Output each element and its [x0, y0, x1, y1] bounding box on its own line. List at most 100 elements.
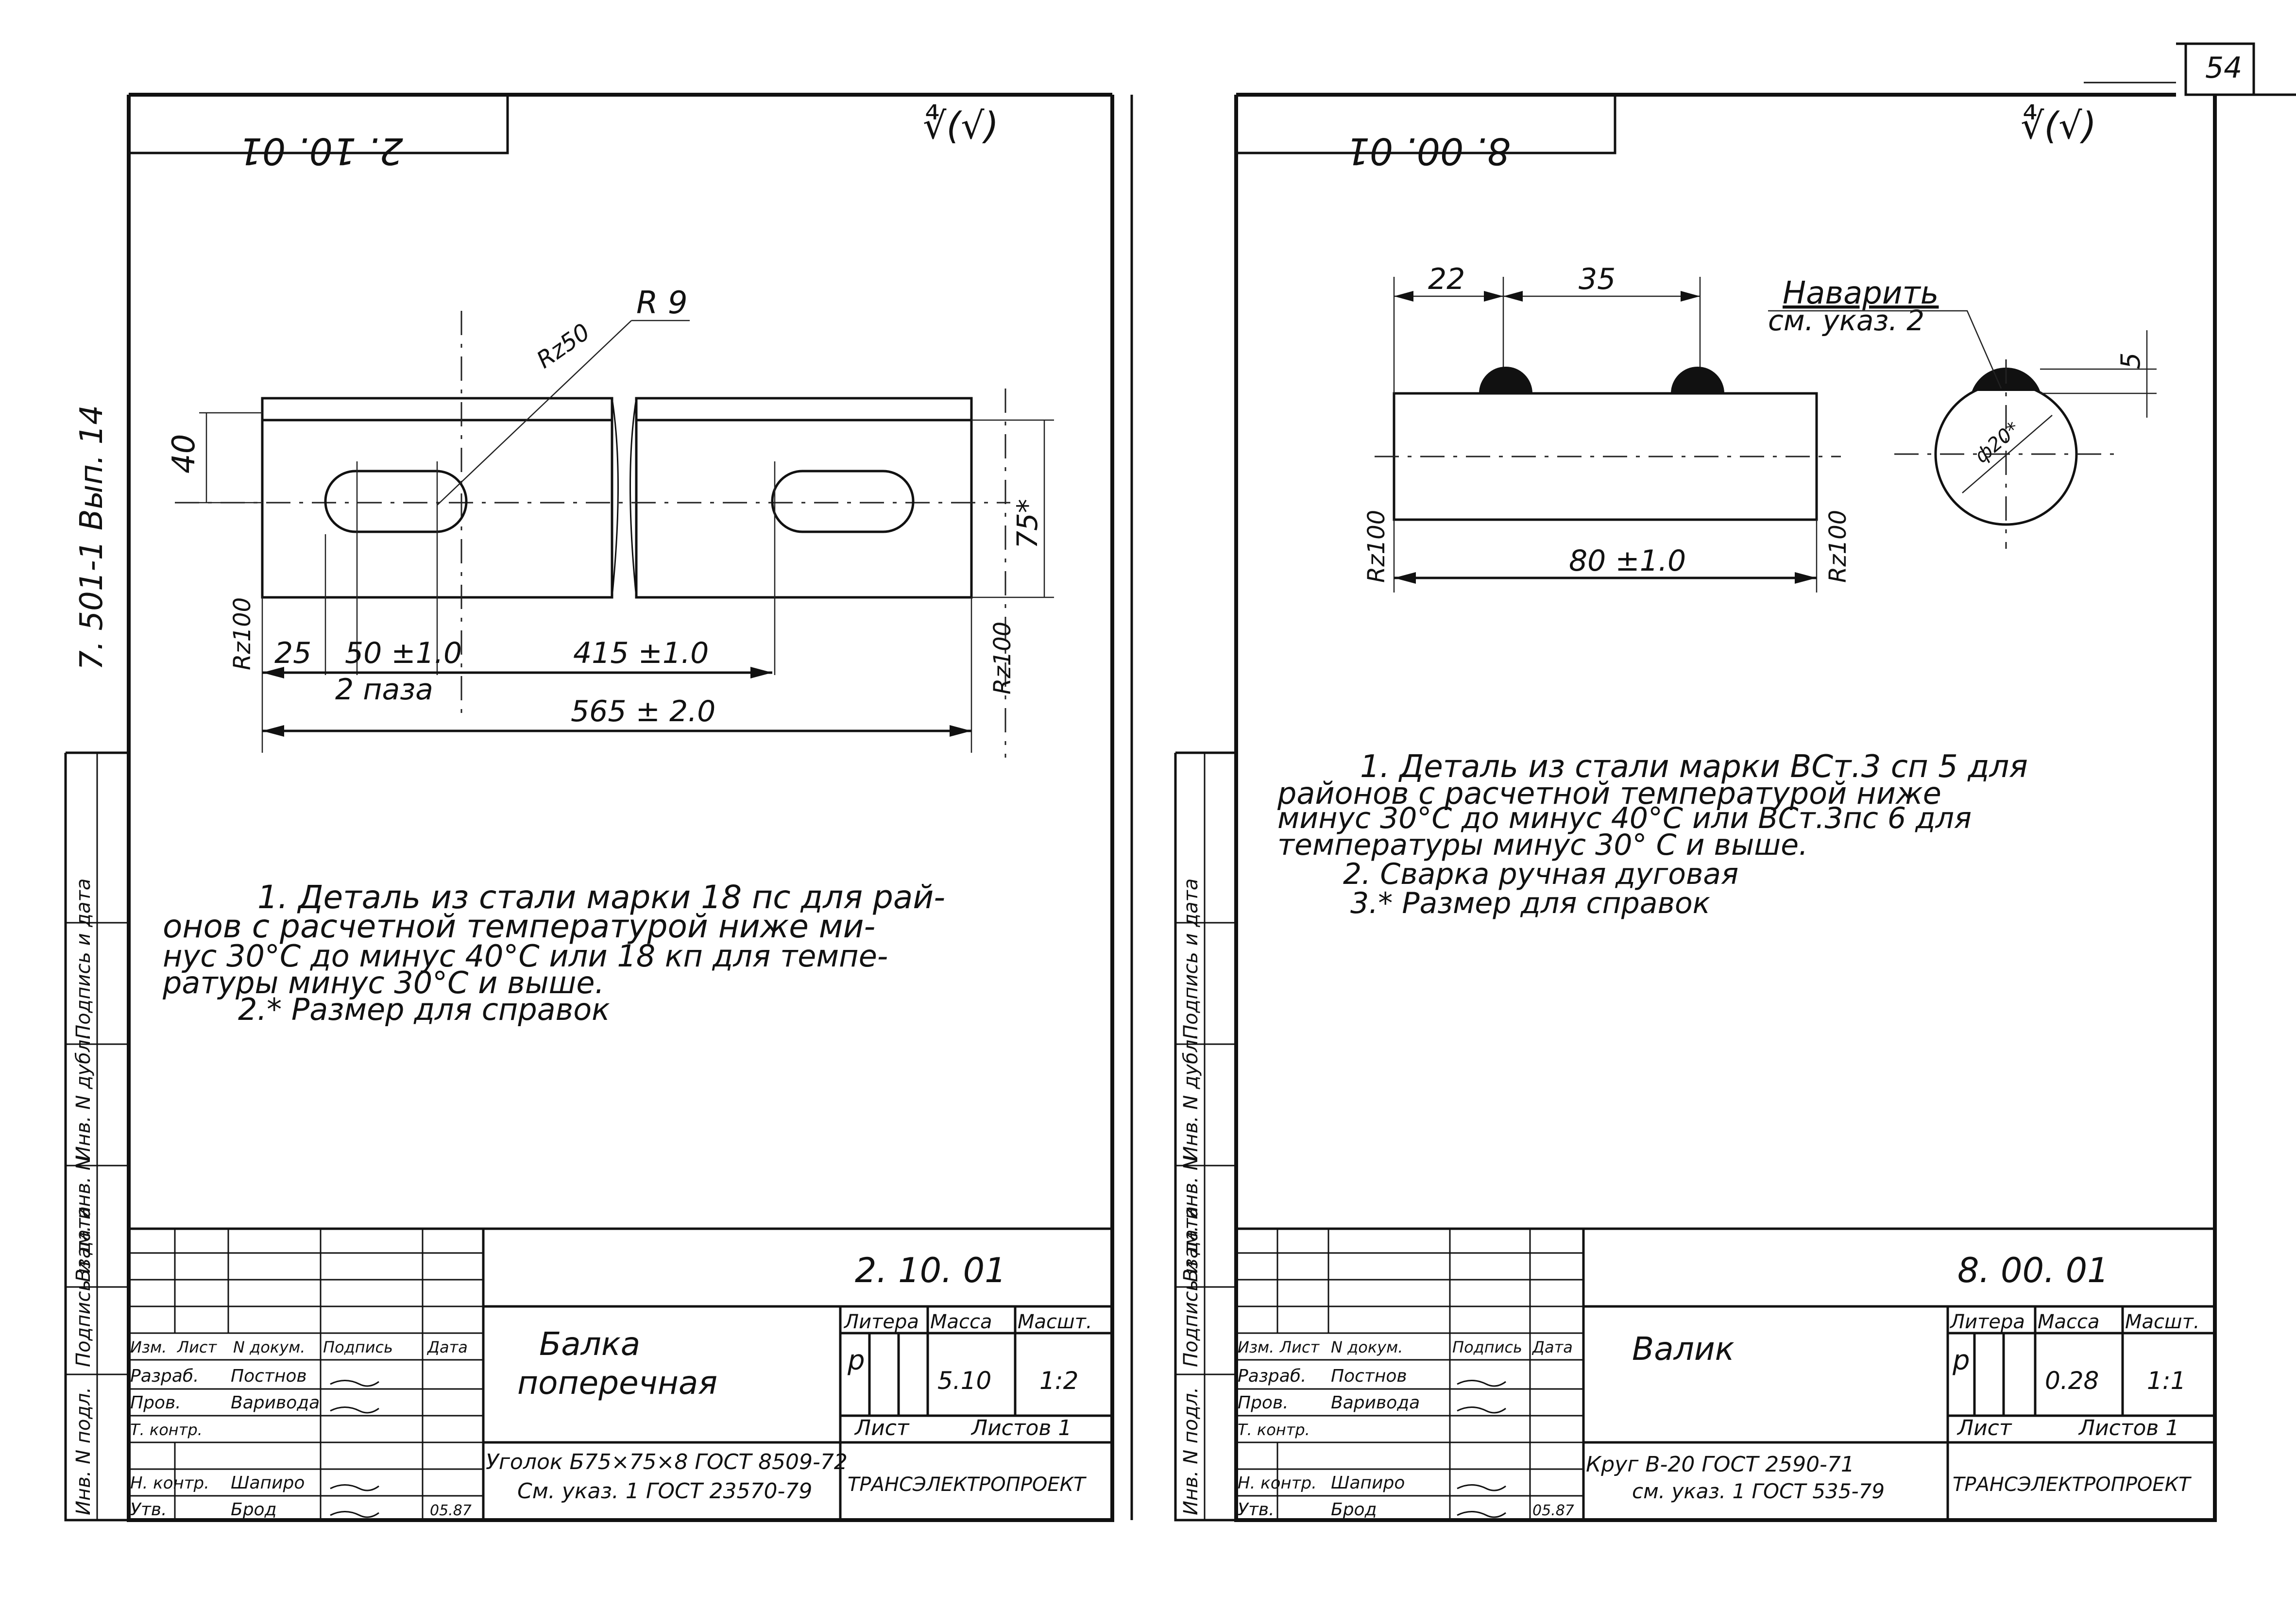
right-rz100-left: Rz100 [1363, 510, 1390, 583]
right-signer-name-5: Шапиро [1331, 1473, 1405, 1493]
left-r9-label: R 9 [636, 285, 688, 321]
left-slots-label: 2 паза [335, 673, 433, 707]
left-role-izm: Изм. [130, 1338, 167, 1356]
left-note-4: ратуры минус 30°С и выше. [162, 965, 604, 1000]
right-sheet-label: Лист [1956, 1416, 2012, 1440]
right-signer-role-2: Пров. [1238, 1393, 1289, 1413]
left-sheet: 2. 10. 01 ∜(√) 7. 501-1 Вып. 14 Инв. N п… [64, 93, 1133, 1522]
left-signer-role-2: Пров. [130, 1393, 181, 1413]
side-label-vzam-inv: Взам. инв. N [72, 1156, 95, 1282]
left-note-2: онов с расчетной температурой ниже ми- [163, 908, 875, 945]
left-mass-label: Масса [930, 1311, 992, 1333]
left-note-5: 2.* Размер для справок [238, 992, 610, 1027]
right-dim-35: 35 [1579, 262, 1616, 296]
left-notes: 1. Деталь из стали марки 18 пс для рай- … [162, 879, 945, 1027]
right-material-line-2: см. указ. 1 ГОСТ 535-79 [1632, 1479, 1885, 1503]
series-designation: 7. 501-1 Вып. 14 [74, 405, 110, 670]
right-dim-80: 80 ±1.0 [1569, 544, 1686, 578]
left-signer-name-2: Варивода [231, 1393, 320, 1413]
right-signer-name-1: Постнов [1331, 1366, 1407, 1386]
right-signer-role-5: Н. контр. [1238, 1473, 1317, 1493]
right-scale: 1:1 [2147, 1367, 2186, 1395]
right-side-label-vzam-inv: Взам. инв. N [1180, 1156, 1202, 1282]
left-stamp-code: 2. 10. 01 [855, 1251, 1006, 1290]
right-material-line-1: Круг В-20 ГОСТ 2590-71 [1586, 1452, 1854, 1477]
left-role-list: Лист [177, 1338, 217, 1356]
right-litera: р [1952, 1345, 1970, 1376]
right-organization: ТРАНСЭЛЕКТРОПРОЕКТ [1953, 1473, 2192, 1496]
right-note-6: 3.* Размер для справок [1350, 886, 1710, 920]
left-scale-label: Масшт. [1018, 1311, 1092, 1333]
right-sheet: 8. 00. 01 ∜(√) Инв. N подл. Подпись и да… [1174, 93, 2217, 1522]
left-dim-25: 25 [274, 636, 311, 670]
left-title-line-1: Балка [539, 1325, 640, 1363]
left-rz100-left: Rz100 [229, 597, 256, 670]
right-side-label-sign-date-1: Подпись и дата [1180, 1206, 1202, 1367]
left-sheet-label: Лист [854, 1416, 910, 1440]
left-dim-50: 50 ±1.0 [345, 636, 462, 670]
left-date: 05.87 [430, 1502, 472, 1519]
right-weld-label: Наварить [1783, 275, 1939, 311]
left-signer-role-5: Н. контр. [130, 1473, 209, 1493]
right-signer-role-3: Т. контр. [1238, 1421, 1310, 1439]
right-note-4: температуры минус 30° С и выше. [1277, 828, 1808, 862]
right-dim-5: 5 [2115, 353, 2146, 369]
left-material-line-2: См. указ. 1 ГОСТ 23570-79 [517, 1479, 812, 1504]
right-roughness-symbol: ∜(√) [2021, 104, 2096, 147]
left-material-line-1: Уголок Б75×75×8 ГОСТ 8509-72 [486, 1450, 848, 1474]
left-dim-415: 415 ±1.0 [573, 636, 709, 670]
right-stamp-code: 8. 00. 01 [1957, 1251, 2109, 1290]
right-side-stamp-strip: Инв. N подл. Подпись и дата Взам. инв. N… [1174, 751, 1236, 1522]
side-stamp-strip: Инв. N подл. Подпись и дата Взам. инв. N… [64, 751, 129, 1522]
right-title-block: 8. 00. 01 Валик Круг В-20 ГОСТ 2590-71 с… [1236, 1227, 2215, 1520]
right-side-label-sign-date-2: Подпись и дата [1180, 879, 1202, 1039]
right-sheets-total: Листов 1 [2078, 1416, 2179, 1440]
right-note-5: 2. Сварка ручная дуговая [1343, 857, 1738, 891]
right-scale-label: Масшт. [2125, 1311, 2200, 1333]
left-signer-name-1: Постнов [231, 1366, 307, 1386]
page-number: 54 [2205, 51, 2242, 85]
left-note-1: 1. Деталь из стали марки 18 пс для рай- [257, 879, 945, 916]
right-shaft-drawing: 22 35 80 ±1.0 Rz100 Rz100 ф20* 5 Наварит… [1363, 262, 2157, 592]
right-side-label-inv-podl: Инв. N подл. [1180, 1387, 1202, 1515]
right-note-1: 1. Деталь из стали марки ВСт.3 сп 5 для [1360, 749, 2028, 785]
right-role-sign: Подпись [1452, 1338, 1522, 1356]
right-side-label-inv-dubl: Инв. N дубл. [1180, 1033, 1202, 1161]
right-note-3: минус 30°С до минус 40°С или ВСт.3пс 6 д… [1277, 801, 1972, 835]
left-signer-role-6: Утв. [130, 1500, 167, 1520]
left-organization: ТРАНСЭЛЕКТРОПРОЕКТ [848, 1473, 1087, 1496]
left-signer-name-5: Шапиро [231, 1473, 305, 1493]
right-title-line-1: Валик [1632, 1330, 1735, 1368]
left-dim-75: 75* [1011, 499, 1044, 549]
left-litera-label: Литера [843, 1311, 919, 1333]
left-roughness-symbol: ∜(√) [923, 104, 999, 147]
right-role-ndok: N докум. [1331, 1338, 1403, 1356]
left-role-date: Дата [426, 1338, 468, 1356]
right-rz100-right: Rz100 [1824, 510, 1852, 583]
right-signer-role-1: Разраб. [1238, 1366, 1306, 1386]
right-note-2: районов с расчетной температурой ниже [1277, 776, 1941, 811]
page-number-box: 54 [2084, 42, 2296, 96]
left-title-line-2: поперечная [517, 1364, 717, 1402]
right-notes: 1. Деталь из стали марки ВСт.3 сп 5 для … [1277, 749, 2028, 920]
right-role-izm: Изм. [1238, 1338, 1274, 1356]
side-label-inv-dubl: Инв. N дубл. [72, 1033, 95, 1161]
left-sheets-total: Листов 1 [970, 1416, 1071, 1440]
left-role-sign: Подпись [323, 1338, 393, 1356]
right-signer-role-6: Утв. [1238, 1500, 1275, 1520]
right-role-date: Дата [1531, 1338, 1573, 1356]
left-title-block: 2. 10. 01 Балка поперечная Уголок Б75×75… [129, 1227, 1112, 1520]
right-litera-label: Литера [1949, 1311, 2025, 1333]
left-note-3: нус 30°С до минус 40°С или 18 кп для тем… [163, 938, 888, 974]
left-signer-role-3: Т. контр. [130, 1421, 203, 1439]
left-signer-name-6: Брод [231, 1500, 276, 1520]
right-role-list: Лист [1279, 1338, 1320, 1356]
left-signer-role-1: Разраб. [130, 1366, 199, 1386]
left-litera: р [847, 1345, 865, 1376]
left-mass: 5.10 [937, 1367, 991, 1395]
right-signer-name-2: Варивода [1331, 1393, 1420, 1413]
left-dim-40: 40 [166, 434, 202, 474]
right-mass-label: Масса [2038, 1311, 2100, 1333]
right-sheet-code-rotated: 8. 00. 01 [1346, 130, 1511, 173]
